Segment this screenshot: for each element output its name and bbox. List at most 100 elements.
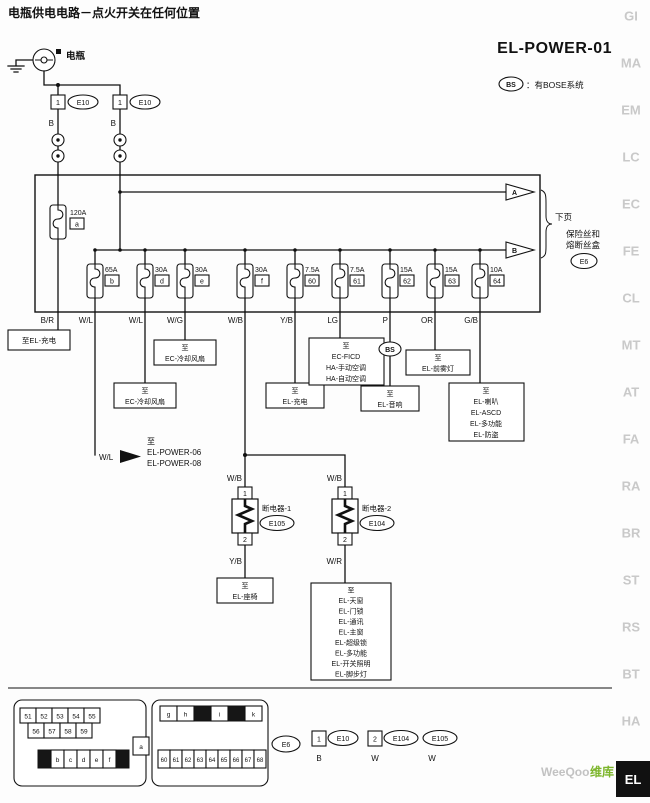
wire-labels: B/R W/L W/L W/G W/B Y/B LG P OR G/B	[41, 316, 478, 325]
brace	[540, 189, 553, 259]
connector-key-e105: E105 W	[422, 729, 458, 763]
dest-line: EC-冷却风扇	[165, 354, 205, 363]
junction-dot	[243, 453, 247, 457]
fusible-link-icon	[51, 133, 65, 147]
next-page-arrow-a: A	[505, 183, 537, 201]
arrow-a-label: A	[512, 190, 517, 197]
pin-cell: 53	[56, 714, 64, 721]
pin-box	[50, 94, 66, 110]
dest-line: EL-门锁	[339, 607, 364, 616]
fuse-grid-56-59: 56 57 58 59	[27, 722, 93, 739]
dest-seat: 至 EL-座椅	[216, 577, 274, 604]
fuse-rating: 7.5A	[350, 267, 365, 274]
arrow-right-icon	[120, 450, 141, 463]
dest-fog: 至 EL-前雾灯	[405, 349, 471, 376]
connector-ref: E10	[139, 100, 152, 107]
circuit-breaker-2: W/B 1 2 断电器-2 E104 W/R	[326, 474, 395, 566]
fusible-link-120a: 120A a	[49, 204, 87, 240]
wire-out-label: W/R	[326, 557, 342, 566]
bose-badge-oval	[378, 341, 402, 357]
dest-line: EL-多功能	[335, 649, 367, 658]
pin-in: 1	[343, 491, 347, 498]
tab-gi: GI	[624, 9, 638, 24]
link-grid-g-k: g h i k	[159, 705, 263, 722]
watermark-cn: 维库	[590, 764, 614, 779]
connector-color: B	[316, 754, 321, 763]
pinout-refs: E6 1 E10 B 2 E104 W E105 W	[271, 729, 458, 763]
dest-line: 至	[348, 587, 355, 595]
pin-cell: 56	[32, 729, 40, 736]
dest-line: EL-超级锁	[335, 638, 367, 647]
pin-number: 2	[373, 737, 377, 744]
tab-el-label: EL	[625, 772, 642, 787]
pin-cell: g	[167, 712, 171, 719]
fuse-rating: 10A	[490, 267, 503, 274]
arrow-b-label: B	[512, 248, 517, 255]
bose-badge-label: BS	[385, 347, 395, 354]
battery-terminal	[40, 56, 48, 64]
pin-cell: c	[69, 757, 73, 764]
pin-cell: 52	[40, 714, 48, 721]
dest-line: EC-冷却风扇	[125, 397, 165, 406]
dest-line: EL-充电	[283, 397, 308, 406]
pin-cell: 57	[48, 729, 56, 736]
bose-note: BS ：有BOSE系统	[498, 76, 584, 92]
wire-br: B/R	[41, 316, 55, 325]
fuse-64: 10A 64	[471, 263, 505, 299]
pin-number: 1	[118, 98, 122, 107]
dest-fan-2: 至 EC-冷却风扇	[153, 339, 217, 366]
fuse-rating: 30A	[155, 267, 168, 274]
dest-line: EL-多功能	[470, 419, 502, 428]
fuse-rating: 120A	[70, 210, 87, 217]
branch-wires	[57, 311, 481, 584]
fuse-grid-60-68: 60 61 62 63 64 65 66 67 68	[157, 749, 267, 769]
pin-cell: 55	[88, 714, 96, 721]
connector-face-right: g h i k 60 61 62 63 64 65 66 67 68	[151, 699, 269, 787]
breaker-ref-oval	[359, 514, 395, 532]
fuse-id: 64	[493, 279, 501, 286]
fuse-box-ref: E6	[580, 259, 589, 266]
dest-line: 至	[147, 437, 155, 446]
tab-fe: FE	[623, 244, 640, 259]
pin-cell: 67	[245, 758, 252, 764]
dest-horn: 至 EL-喇叭 EL-ASCD EL-多功能 EL-防盗	[448, 382, 525, 442]
supply-wires	[43, 70, 121, 176]
dest-line: EL-座椅	[233, 592, 258, 601]
fuse-icon	[49, 204, 67, 240]
diagram-code: EL-POWER-01	[497, 40, 612, 57]
dest-line: EC-FICD	[332, 354, 360, 361]
dest-line: EL-ASCD	[471, 410, 501, 417]
connector-ref: E104	[393, 736, 409, 743]
fuse-grid-51-55: 51 52 53 54 55	[19, 707, 101, 724]
tab-el-box	[616, 761, 650, 797]
pin-box	[112, 94, 128, 110]
wire-p: P	[383, 316, 388, 325]
wire-or: OR	[421, 316, 433, 325]
fuse-box-name-2: 熔断丝盒	[566, 240, 601, 250]
dest-line: EL-防盗	[474, 430, 499, 439]
fuse-id: d	[160, 279, 164, 286]
fuse-stub-wires	[94, 249, 481, 313]
tab-el-active: EL	[616, 761, 650, 797]
fuse-id: f	[261, 279, 263, 286]
circuit-breaker-1: W/B 1 2 断电器-1 E105 Y/B	[227, 474, 295, 566]
pin-out: 2	[343, 537, 347, 544]
connector-ref-oval	[67, 94, 99, 110]
fuse-rating: 7.5A	[305, 267, 320, 274]
pin-cell: i	[219, 712, 220, 719]
link-cell-a: a	[132, 736, 150, 756]
tab-at: AT	[623, 385, 639, 400]
tab-bt: BT	[622, 667, 639, 682]
wire-wg: W/G	[167, 316, 183, 325]
pin-cell: 64	[209, 758, 216, 764]
e6-oval	[271, 735, 301, 753]
pin-cell: a	[139, 744, 143, 751]
wire-in-label: W/B	[327, 474, 342, 483]
